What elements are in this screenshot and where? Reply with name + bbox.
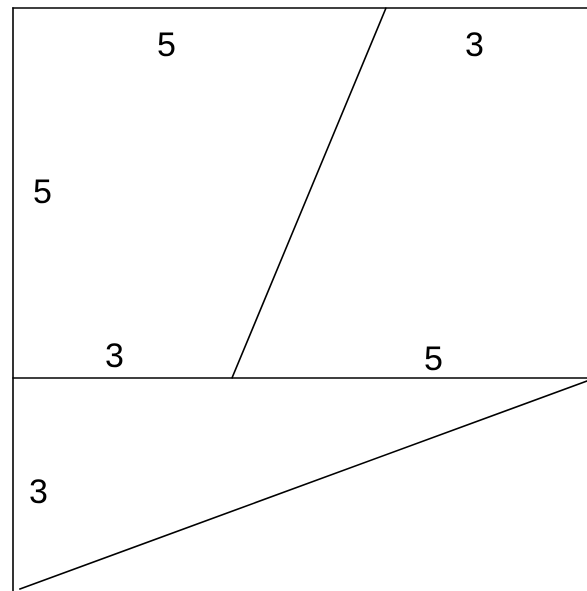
label-top-left: 5 <box>157 26 176 64</box>
label-middle-left: 3 <box>105 337 124 375</box>
label-left-upper: 5 <box>33 173 52 211</box>
label-left-lower: 3 <box>29 473 48 511</box>
label-top-right: 3 <box>465 26 484 64</box>
upper-slant-line <box>230 6 388 380</box>
lower-diagonal-line <box>18 380 587 591</box>
label-middle-right: 5 <box>424 340 443 378</box>
